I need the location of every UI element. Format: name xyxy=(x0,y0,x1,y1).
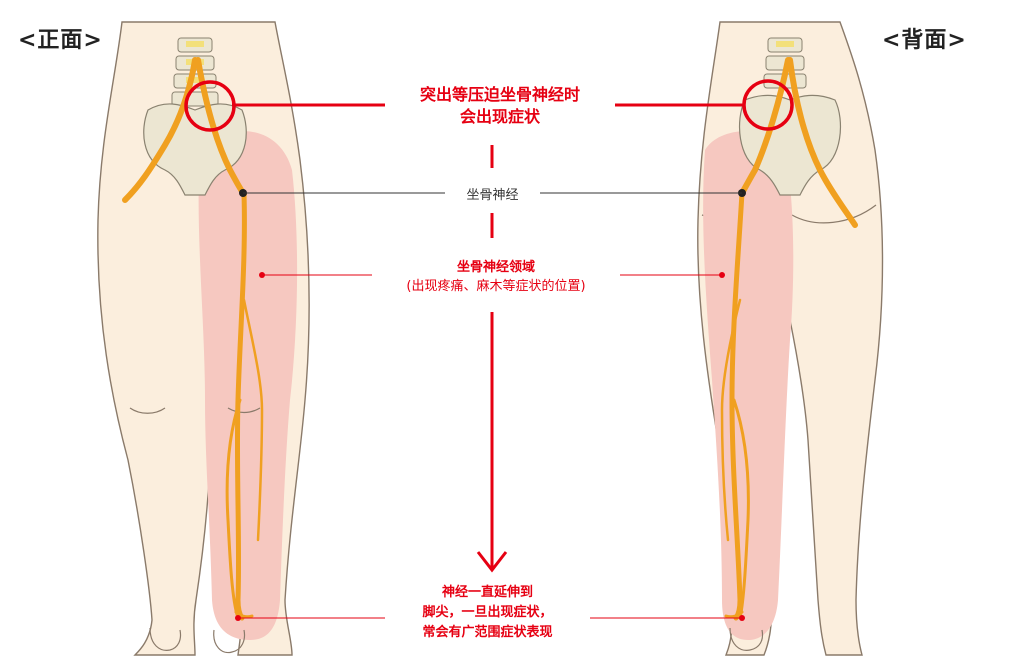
extent-callout-line-1: 神经一直延伸到 xyxy=(441,585,533,600)
front-right-toes xyxy=(213,629,246,654)
compression-callout-line-2: 会出现症状 xyxy=(459,107,540,126)
sciatic-nerve-label: 坐骨神经 xyxy=(466,188,519,203)
arrow-down-icon xyxy=(476,551,508,573)
front-sciatic-nerve xyxy=(122,57,264,621)
territory-callout-line-1: 坐骨神经领域 xyxy=(456,260,535,275)
back-pain-zone xyxy=(703,131,794,640)
back-sciatic-nerve xyxy=(720,57,858,621)
connectors xyxy=(232,103,745,619)
extent-callout: 神经一直延伸到 脚尖，一旦出现症状， 常会有广范围症状表现 xyxy=(385,583,590,643)
extent-callout-line-2: 脚尖，一旦出现症状， xyxy=(422,605,553,620)
compression-callout: 突出等压迫坐骨神经时 会出现症状 xyxy=(385,84,615,128)
front-view-figure xyxy=(97,21,310,656)
territory-callout-line-2: (出现疼痛、麻木等症状的位置) xyxy=(406,279,586,294)
front-left-toes xyxy=(149,627,182,651)
front-pain-zone xyxy=(198,131,298,641)
front-view-label: <正面> xyxy=(18,28,103,53)
back-view-figure xyxy=(697,21,884,656)
extent-callout-line-3: 常会有广范围症状表现 xyxy=(422,625,553,640)
back-view-label: <背面> xyxy=(882,28,967,53)
territory-callout: 坐骨神经领域 (出现疼痛、麻木等症状的位置) xyxy=(372,258,620,296)
compression-callout-line-1: 突出等压迫坐骨神经时 xyxy=(419,85,580,104)
